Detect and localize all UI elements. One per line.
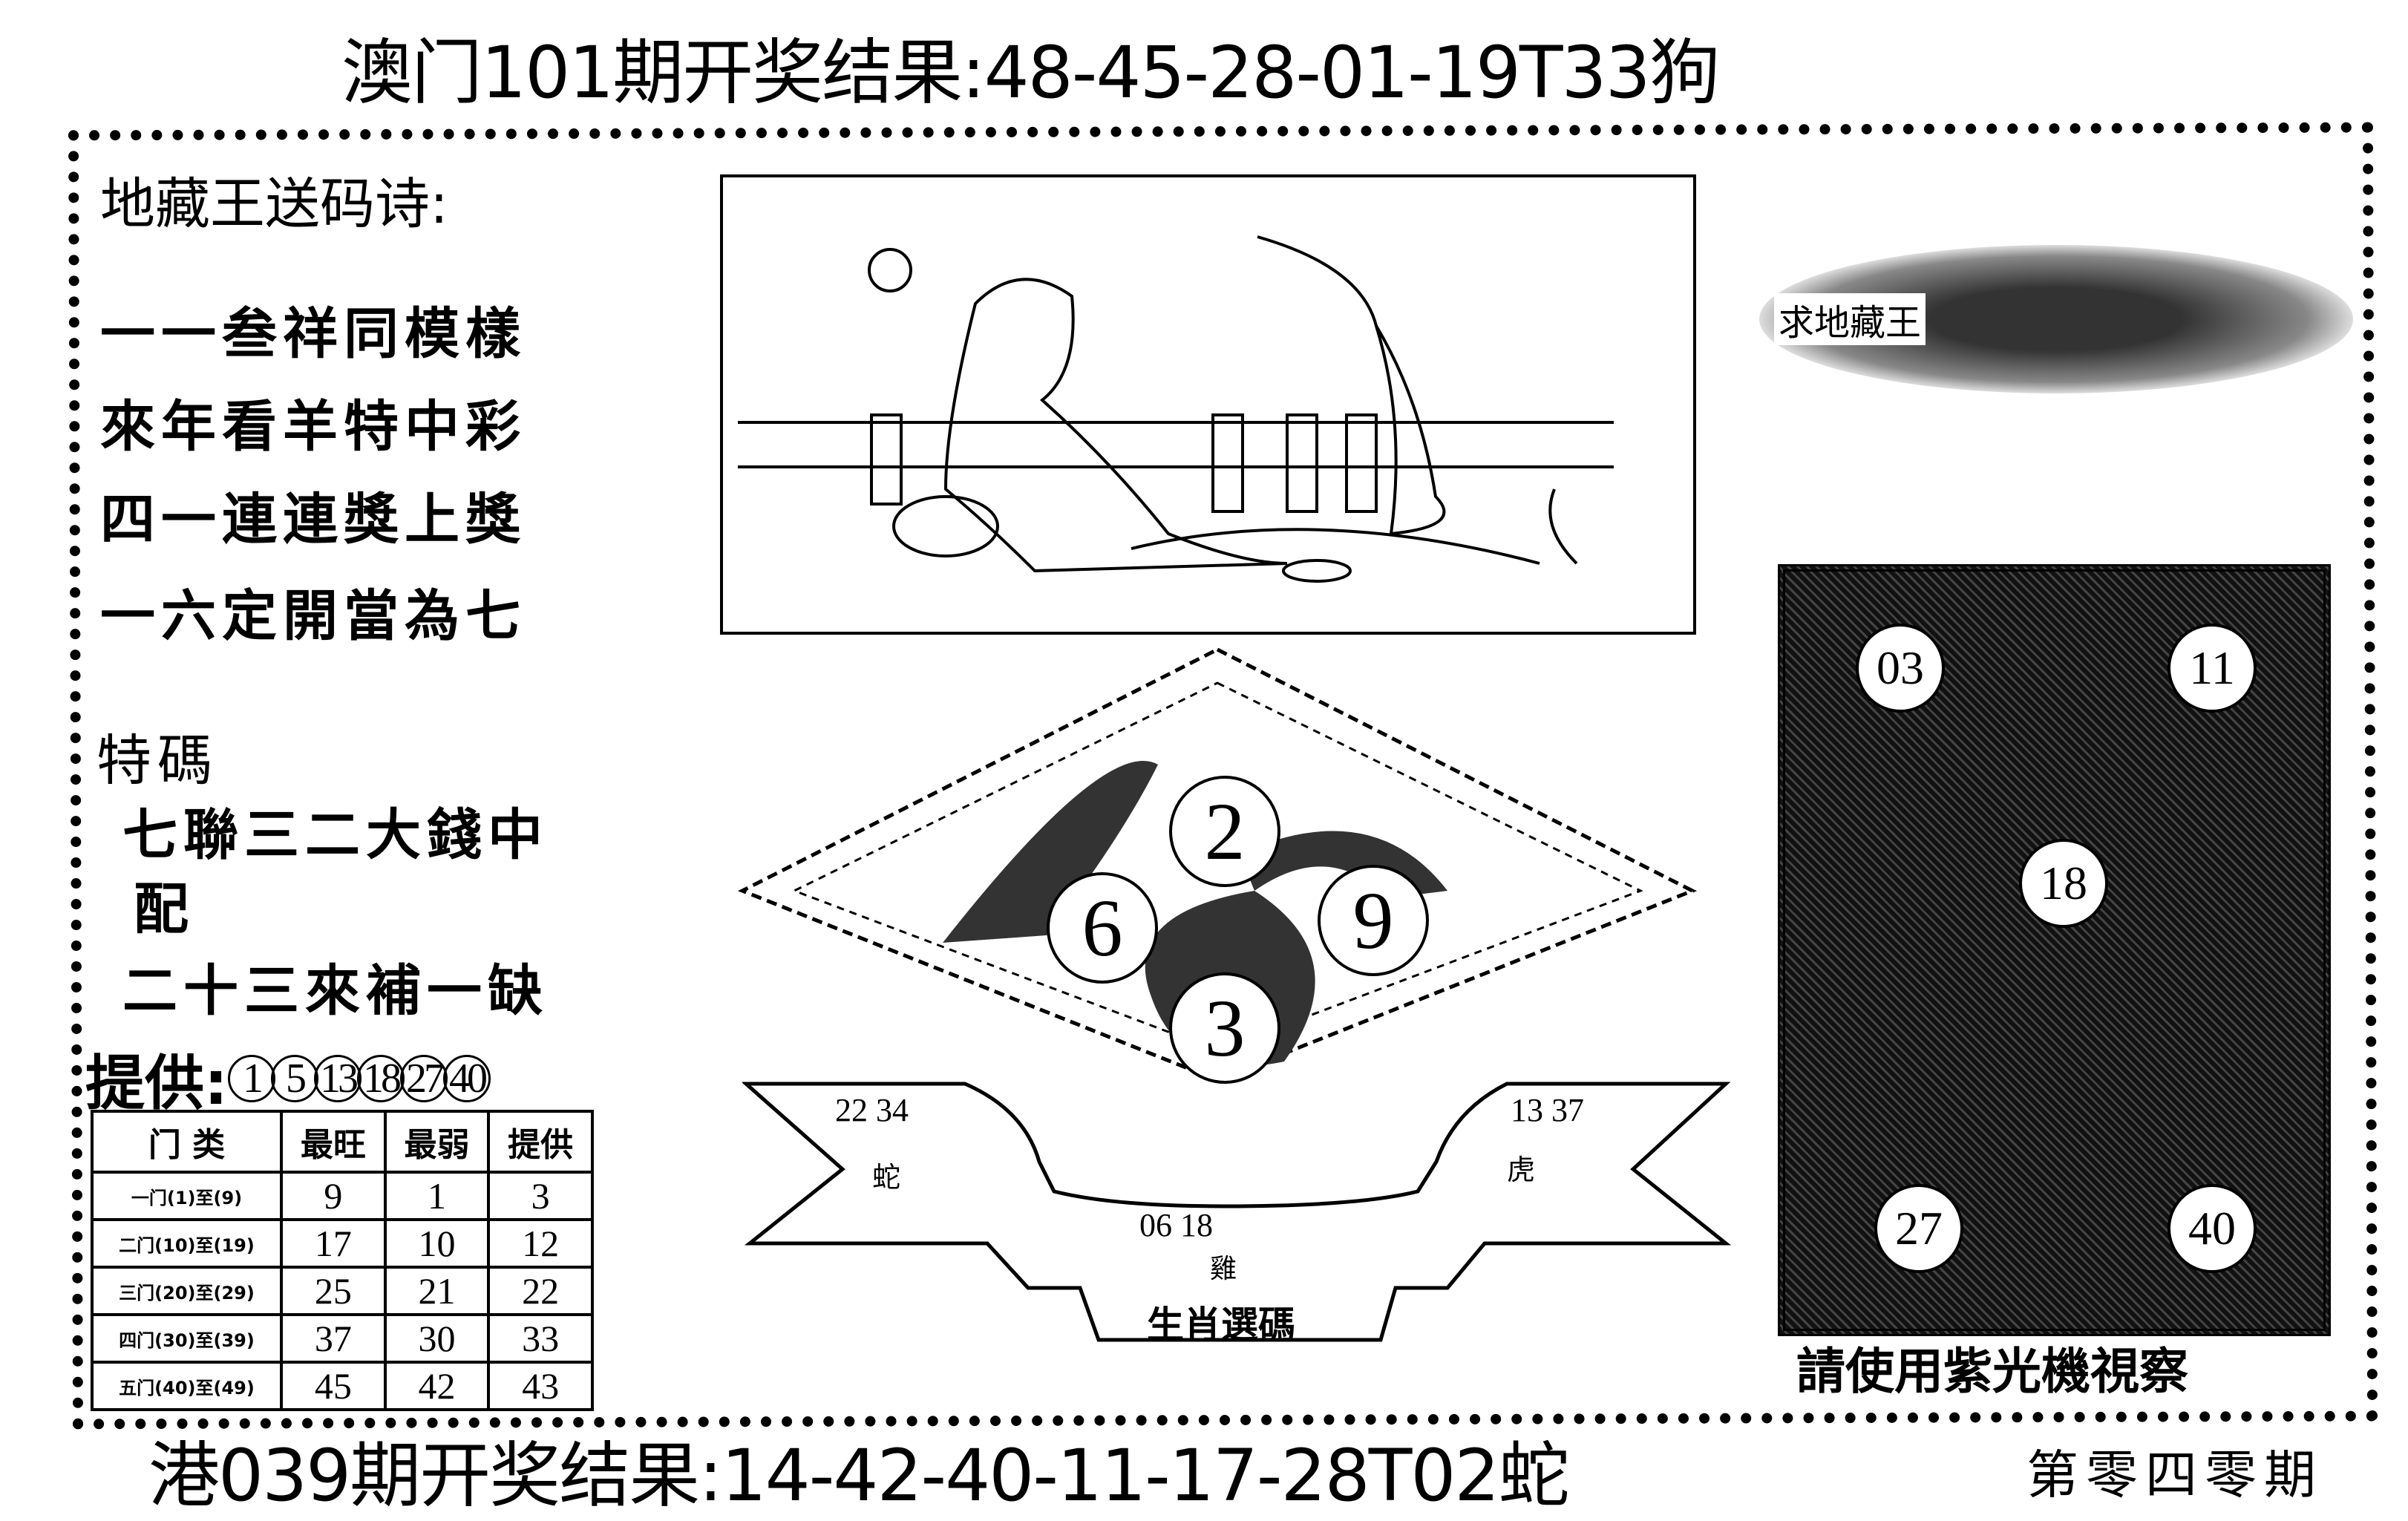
row-label: 五门(40)至(49) [91,1361,283,1411]
zodiac-left-animal: 蛇 [872,1161,901,1194]
table-header-row: 门 类 最旺 最弱 提供 [91,1110,594,1174]
table-header: 最弱 [383,1110,491,1174]
poem-line: 來年看羊特中彩 [100,395,526,459]
panel-ball: 40 [2167,1184,2257,1273]
special-line: 七聯三二大錢中 [122,803,549,867]
cell: 25 [280,1266,387,1316]
table-header: 最旺 [280,1110,387,1174]
poem-line: 一六定開當為七 [100,584,526,648]
poem-line: 四一連連獎上獎 [100,488,526,552]
special-line: 二十三來補一缺 [122,959,549,1023]
zodiac-center-numbers: 06 18 [1139,1207,1213,1243]
cell: 37 [280,1313,387,1364]
table-header: 提供 [487,1110,594,1174]
header-top: 澳门101期开奖结果:48-45-28-01-19T33狗 [341,31,1721,114]
cell: 45 [280,1361,387,1411]
poem-title: 地藏王送码诗: [100,172,448,236]
zodiac-right-numbers: 13 37 [1511,1092,1584,1128]
provide-number: 5 [271,1055,318,1102]
cell: 10 [383,1218,491,1269]
cell: 42 [383,1361,491,1411]
row-label: 四门(30)至(39) [91,1313,283,1364]
cell: 43 [487,1361,594,1411]
right-banner-text: 求地藏王 [1774,293,1926,345]
overlay-notice: 請使用紫光機視察 [1796,1342,2188,1401]
cell: 22 [487,1266,594,1316]
issue-number: 第零四零期 [2026,1445,2323,1505]
panel-ball: 11 [2167,624,2257,713]
row-label: 一门(1)至(9) [91,1171,283,1221]
zodiac-center-animal: 雞 [1210,1254,1237,1284]
cell: 1 [383,1171,491,1221]
cell: 21 [383,1266,491,1316]
provide-number: 13 [314,1055,361,1102]
poem-line: 一一叁祥同模樣 [100,302,526,366]
diamond-ball: 3 [1169,972,1280,1084]
row-label: 二门(10)至(19) [91,1218,283,1269]
illustration [720,174,1696,635]
diamond-ball: 9 [1318,865,1429,976]
panel-ball: 18 [2019,839,2108,928]
cell: 17 [280,1218,387,1269]
panel-ball: 03 [1856,624,1945,713]
special-line: 配 [134,877,194,941]
zodiac-title: 生肖選碼 [1147,1304,1295,1347]
right-banner: 求地藏王 [1759,245,2353,393]
zodiac-right-animal: 虎 [1507,1154,1536,1186]
cell: 33 [487,1313,594,1364]
header-bottom: 港039期开奖结果:14-42-40-11-17-28T02蛇 [148,1434,1570,1517]
cell: 12 [487,1218,594,1269]
provide-number: 1 [228,1055,275,1102]
row-label: 三门(20)至(29) [91,1266,283,1316]
provide-number: 18 [357,1055,405,1102]
zodiac-left-numbers: 22 34 [835,1092,909,1128]
cell: 3 [487,1171,594,1221]
zodiac-banner-shape [742,1082,1732,1342]
diamond-ball: 6 [1047,872,1158,984]
cell: 9 [280,1171,387,1221]
table-header: 门 类 [91,1110,283,1174]
provide-row: 提供: 1 5 13 18 27 40 [85,1036,491,1122]
panel-ball: 27 [1874,1184,1963,1273]
provide-label: 提供: [85,1049,228,1118]
provide-number: 27 [400,1055,448,1102]
provide-number: 40 [443,1055,491,1102]
diamond-ball: 2 [1169,776,1280,887]
special-title: 特碼 [96,729,218,793]
woman-under-tree-illustration [738,235,1614,583]
cell: 30 [383,1313,491,1364]
